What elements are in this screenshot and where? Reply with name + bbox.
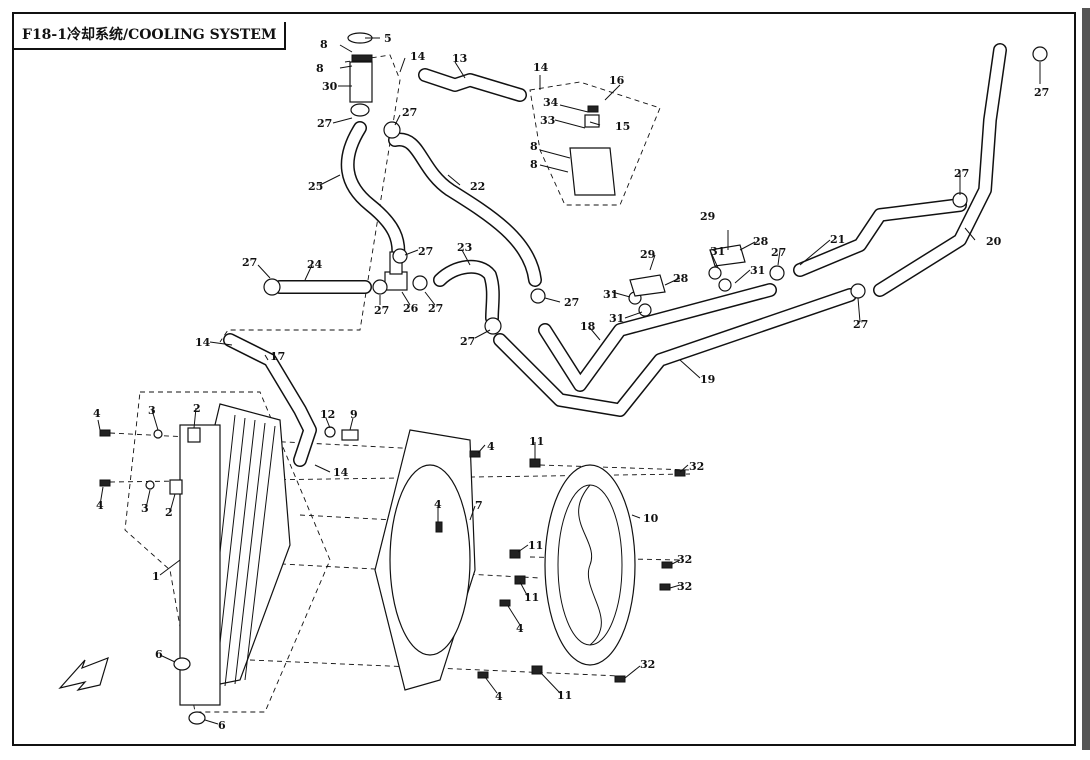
callout-18: 18 bbox=[580, 320, 596, 333]
callout-8: 8 bbox=[320, 38, 328, 51]
callout-27: 27 bbox=[402, 106, 417, 119]
callout-22: 22 bbox=[470, 180, 485, 193]
callout-29: 29 bbox=[640, 248, 655, 261]
callout-4: 4 bbox=[434, 498, 442, 511]
callout-24: 24 bbox=[307, 258, 323, 271]
callout-6: 6 bbox=[218, 719, 226, 732]
callout-30: 30 bbox=[322, 80, 338, 93]
callout-27: 27 bbox=[317, 117, 332, 130]
callout-33: 33 bbox=[540, 114, 555, 127]
callout-17: 17 bbox=[270, 350, 285, 363]
callout-14: 14 bbox=[533, 61, 549, 74]
callout-9: 9 bbox=[350, 408, 358, 421]
callout-7: 7 bbox=[475, 499, 483, 512]
radiator-core bbox=[179, 403, 291, 706]
diagram-title: F18-1冷却系统/COOLING SYSTEM bbox=[14, 22, 287, 50]
callout-4: 4 bbox=[487, 440, 495, 453]
callout-31: 31 bbox=[710, 245, 725, 258]
callout-3: 3 bbox=[148, 404, 156, 417]
callout-13: 13 bbox=[452, 52, 467, 65]
callout-27: 27 bbox=[374, 304, 389, 317]
callout-27: 27 bbox=[853, 318, 868, 331]
callout-4: 4 bbox=[516, 622, 524, 635]
callout-27: 27 bbox=[771, 246, 786, 259]
callout-10: 10 bbox=[643, 512, 659, 525]
callout-16: 16 bbox=[609, 74, 625, 87]
callout-29: 29 bbox=[700, 210, 715, 223]
callout-32: 32 bbox=[677, 580, 692, 593]
callout-11: 11 bbox=[529, 435, 544, 448]
radiator-outline bbox=[124, 391, 331, 713]
diagram-frame bbox=[12, 12, 1076, 746]
callout-15: 15 bbox=[615, 120, 630, 133]
callout-31: 31 bbox=[609, 312, 624, 325]
leader-lines bbox=[97, 37, 1041, 725]
callout-8: 8 bbox=[530, 158, 538, 171]
callout-25: 25 bbox=[308, 180, 323, 193]
callout-32: 32 bbox=[677, 553, 692, 566]
callout-28: 28 bbox=[673, 272, 689, 285]
callout-32: 32 bbox=[689, 460, 704, 473]
callout-8: 8 bbox=[530, 140, 538, 153]
callout-27: 27 bbox=[1034, 86, 1049, 99]
callout-12: 12 bbox=[320, 408, 335, 421]
callout-27: 27 bbox=[460, 335, 475, 348]
callout-4: 4 bbox=[495, 690, 503, 703]
callout-34: 34 bbox=[543, 96, 559, 109]
callout-20: 20 bbox=[986, 235, 1002, 248]
callout-27: 27 bbox=[242, 256, 257, 269]
callout-5: 5 bbox=[384, 32, 392, 45]
callout-28: 28 bbox=[753, 235, 769, 248]
callout-23: 23 bbox=[457, 241, 472, 254]
filler-neck-assembly bbox=[347, 32, 373, 117]
scroll-edge-bar bbox=[1082, 8, 1090, 750]
cooling-fan bbox=[544, 464, 636, 666]
callout-27: 27 bbox=[428, 302, 443, 315]
callout-2: 2 bbox=[193, 402, 201, 415]
fasteners bbox=[99, 46, 1048, 725]
callout-11: 11 bbox=[524, 591, 539, 604]
callout-21: 21 bbox=[830, 233, 845, 246]
callout-26: 26 bbox=[403, 302, 419, 315]
callout-27: 27 bbox=[564, 296, 579, 309]
fan-shroud bbox=[374, 429, 476, 691]
callout-8: 8 bbox=[316, 62, 324, 75]
callout-31: 31 bbox=[603, 288, 618, 301]
callout-19: 19 bbox=[700, 373, 715, 386]
callout-14: 14 bbox=[333, 466, 349, 479]
front-arrow-icon bbox=[58, 657, 109, 691]
hoses bbox=[223, 43, 1007, 467]
callout-14: 14 bbox=[195, 336, 211, 349]
callout-11: 11 bbox=[557, 689, 572, 702]
callout-32: 32 bbox=[640, 658, 655, 671]
callout-27: 27 bbox=[954, 167, 969, 180]
callout-2: 2 bbox=[165, 506, 173, 519]
callout-11: 11 bbox=[528, 539, 543, 552]
callout-labels: 5 8 8 30 27 14 13 14 16 34 15 33 8 8 27 … bbox=[93, 32, 1049, 732]
callout-6: 6 bbox=[155, 648, 163, 661]
callout-31: 31 bbox=[750, 264, 765, 277]
callout-4: 4 bbox=[96, 499, 104, 512]
callout-3: 3 bbox=[141, 502, 149, 515]
t-fitting bbox=[384, 251, 408, 291]
callout-27: 27 bbox=[418, 245, 433, 258]
callout-14: 14 bbox=[410, 50, 426, 63]
coolant-reservoir bbox=[569, 105, 616, 196]
callout-1: 1 bbox=[152, 570, 160, 583]
callout-4: 4 bbox=[93, 407, 101, 420]
